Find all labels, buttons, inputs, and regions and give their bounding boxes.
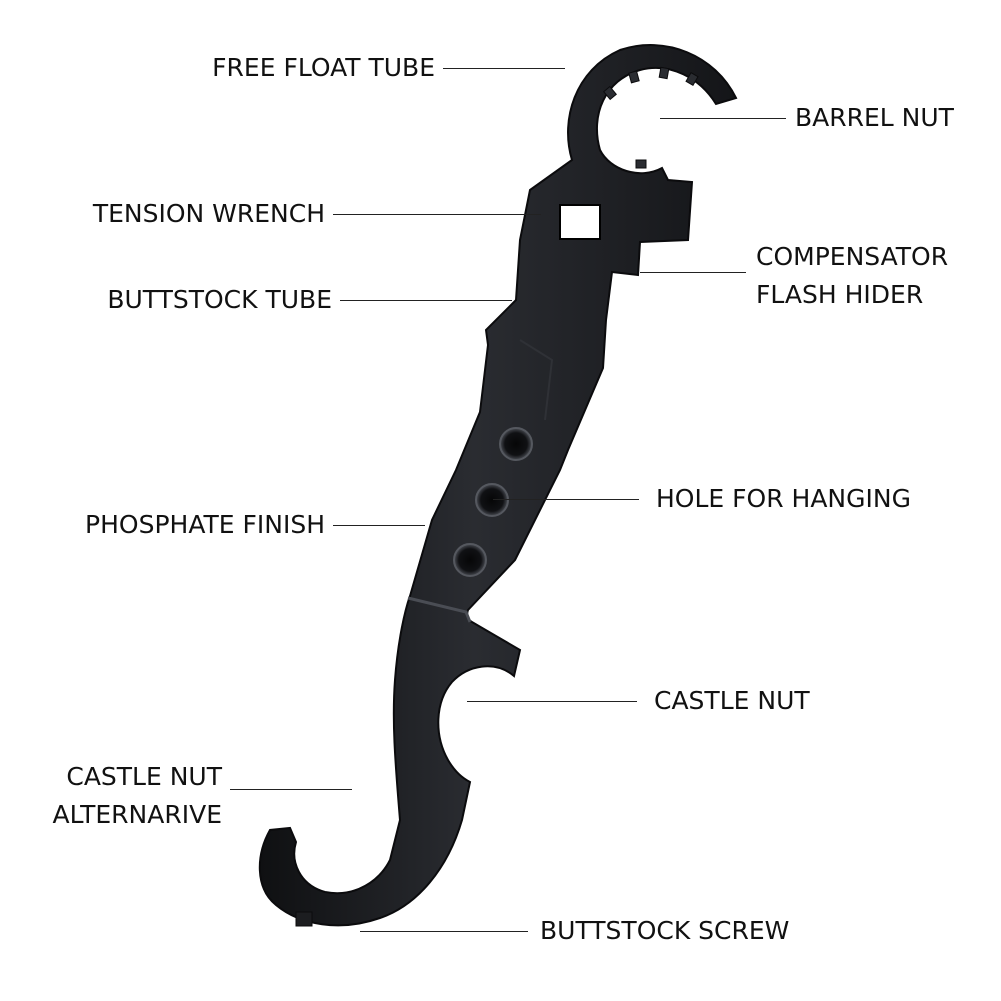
- hanging-hole-3: [453, 543, 487, 577]
- leader-buttstock-tube: [340, 300, 512, 301]
- label-castle-nut: CASTLE NUT: [654, 682, 894, 720]
- label-hole-for-hanging-line-1: HOLE FOR HANGING: [656, 484, 911, 513]
- label-compensator-flash-hider: COMPENSATOR FLASH HIDER: [756, 238, 996, 314]
- label-castle-nut-line-1: CASTLE NUT: [654, 686, 810, 715]
- label-buttstock-screw-line-1: BUTTSTOCK SCREW: [540, 916, 790, 945]
- leader-free-float-tube: [443, 68, 565, 69]
- barrel-nut-teeth: [603, 66, 699, 169]
- leader-castle-nut-alternative: [230, 789, 352, 790]
- leader-hole-for-hanging: [493, 499, 639, 500]
- label-buttstock-tube-line-1: BUTTSTOCK TUBE: [107, 285, 332, 314]
- leader-compensator-flash-hider: [640, 272, 746, 273]
- label-tension-wrench-line-1: TENSION WRENCH: [92, 199, 325, 228]
- label-castle-nut-alternative-line-1: CASTLE NUT: [66, 762, 222, 791]
- label-free-float-tube: FREE FLOAT TUBE: [150, 49, 435, 87]
- hanging-hole-1: [499, 427, 533, 461]
- leader-castle-nut: [467, 701, 637, 702]
- hanging-hole-2: [475, 483, 509, 517]
- leader-phosphate-finish: [333, 525, 425, 526]
- leader-buttstock-screw: [360, 931, 528, 932]
- label-phosphate-finish: PHOSPHATE FINISH: [20, 506, 325, 544]
- label-compensator-flash-hider-line-1: COMPENSATOR: [756, 242, 949, 271]
- label-buttstock-screw: BUTTSTOCK SCREW: [540, 912, 840, 950]
- leader-barrel-nut: [660, 118, 786, 119]
- label-free-float-tube-line-1: FREE FLOAT TUBE: [212, 53, 435, 82]
- label-tension-wrench: TENSION WRENCH: [30, 195, 325, 233]
- label-castle-nut-alternative: CASTLE NUT ALTERNARIVE: [10, 758, 222, 834]
- label-barrel-nut-line-1: BARREL NUT: [795, 103, 954, 132]
- label-hole-for-hanging: HOLE FOR HANGING: [656, 480, 956, 518]
- label-barrel-nut: BARREL NUT: [795, 99, 995, 137]
- label-phosphate-finish-line-1: PHOSPHATE FINISH: [85, 510, 325, 539]
- wrench-bevel: [519, 339, 554, 421]
- buttstock-screw-stud: [295, 911, 313, 927]
- tension-wrench-square-hole: [559, 204, 601, 240]
- label-buttstock-tube: BUTTSTOCK TUBE: [40, 281, 332, 319]
- wrench-edge-highlight: [407, 596, 472, 623]
- label-compensator-flash-hider-line-2: FLASH HIDER: [756, 280, 924, 309]
- hanging-holes: [453, 427, 533, 577]
- leader-tension-wrench: [333, 214, 541, 215]
- label-castle-nut-alternative-line-2: ALTERNARIVE: [52, 800, 222, 829]
